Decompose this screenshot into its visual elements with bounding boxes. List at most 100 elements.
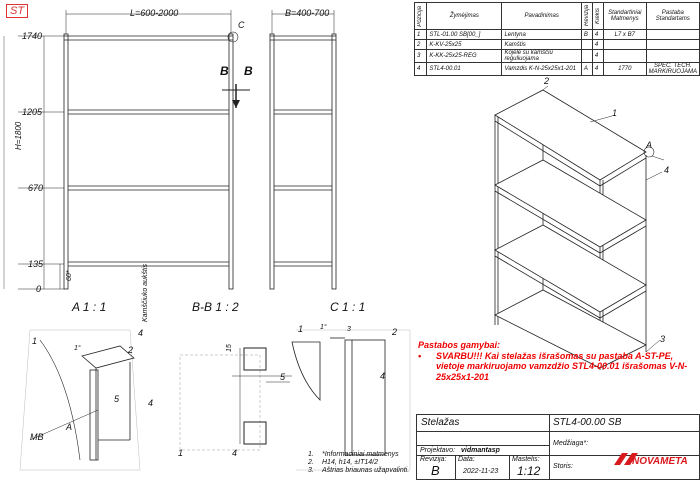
table-cell: 1 xyxy=(413,29,428,40)
dimension: 15 xyxy=(226,344,233,352)
callout: 5 xyxy=(114,394,120,404)
footnote-num: 1. xyxy=(308,451,314,458)
angle-label: 1° xyxy=(74,345,81,352)
table-cell: 4 xyxy=(591,29,604,40)
callout: 2 xyxy=(392,327,398,337)
table-cell: K-KV-25x25 xyxy=(426,39,503,50)
detail-c-title: C 1 : 1 xyxy=(330,300,366,314)
callout: 1 xyxy=(612,108,618,118)
footnote-num: 2. xyxy=(308,459,314,466)
callout: 3 xyxy=(660,334,666,344)
table-cell: K-KK-25x25-REG xyxy=(426,49,503,63)
callout: 1 xyxy=(298,324,304,334)
table-cell xyxy=(602,39,647,50)
level-label: 1740 xyxy=(22,31,43,41)
logo-text: NOVAMETA xyxy=(632,456,688,467)
novameta-logo: NOVAMETA xyxy=(614,453,688,467)
table-cell: Vamzdis K-N-25x25x1-201 xyxy=(501,62,582,76)
table-cell: 4 xyxy=(591,62,604,76)
designer-label: Projektavo: xyxy=(420,447,456,454)
revision: B xyxy=(431,463,440,478)
column-header: Standartiniai Matmenys xyxy=(602,2,647,30)
table-cell: STL-01.00 SB[00_] xyxy=(426,29,503,40)
level-label: 1205 xyxy=(22,107,43,117)
table-cell: L7 x B7 xyxy=(602,29,647,40)
detail-bb-title: B-B 1 : 2 xyxy=(192,300,239,314)
revision-label: Revizija: xyxy=(420,456,447,463)
depth-dimension: B=400-700 xyxy=(285,8,330,18)
table-row: 1 STL-01.00 SB[00_] Lentyna B 4 L7 x B7 xyxy=(413,29,700,40)
width-dimension: L=600-2000 xyxy=(130,8,179,18)
section-mark-right: B xyxy=(244,64,253,78)
column-header: Revizija xyxy=(583,5,590,27)
table-row: 2 K-KV-25x25 Kamštis 4 xyxy=(413,39,700,50)
callout: MB xyxy=(30,432,44,442)
level-label: 135 xyxy=(28,259,44,269)
dimension: 5 xyxy=(280,372,286,382)
level-label: 0 xyxy=(36,284,42,294)
detail-c-marker: C xyxy=(238,20,245,30)
table-cell: B xyxy=(580,29,593,40)
table-row: 3 K-KK-25x25-REG Kojelė su kamščiu regul… xyxy=(413,49,700,63)
callout: 4 xyxy=(664,165,670,175)
footnotes: 1. *Informaciniai matmenys 2. H14, h14, ±I… xyxy=(308,451,409,475)
scale-label: Mastelis: xyxy=(512,456,540,463)
production-notes: Pastabos gamybai: • SVARBU!!! Kai stelaž… xyxy=(418,340,690,382)
table-row: 4 STL4-00.01 Vamzdis K-N-25x25x1-201 A 4… xyxy=(413,62,700,76)
table-cell xyxy=(645,49,700,63)
column-header: Pastaba Standartams xyxy=(645,2,700,30)
iso-shelving xyxy=(494,85,665,370)
column-header: Kiekis xyxy=(594,7,601,24)
detail-a-title: A 1 : 1 xyxy=(72,300,107,314)
date-label: Data: xyxy=(458,456,475,463)
callout: 4 xyxy=(138,328,144,338)
footnote-text: *Informaciniai matmenys xyxy=(322,451,399,458)
table-cell: Kamštis xyxy=(501,39,582,50)
callout: 4 xyxy=(380,371,386,381)
material-label: Medžiaga*: xyxy=(553,440,589,447)
cap-height-note: Kamščiuko aukštis xyxy=(142,264,149,322)
callout: 1 xyxy=(178,448,184,458)
table-cell: 3 xyxy=(413,49,428,63)
callout: 4 xyxy=(148,398,154,408)
dimension: 3 xyxy=(347,326,351,333)
date: 2022-11-23 xyxy=(463,468,499,475)
table-cell: 1770 xyxy=(602,62,647,76)
table-cell xyxy=(580,39,593,50)
table-cell xyxy=(645,29,700,40)
column-header: Pozicija xyxy=(417,5,423,27)
callout: 2 xyxy=(544,76,550,86)
scale: 1:12 xyxy=(517,464,541,478)
table-cell: 2 xyxy=(413,39,428,50)
table-cell: 4 xyxy=(591,49,604,63)
callout: 2 xyxy=(128,345,134,355)
table-header-row: Pozicija Žymėjimas Pavadinimas Revizija … xyxy=(413,2,700,30)
table-cell: 4 xyxy=(413,62,428,76)
table-cell xyxy=(645,39,700,50)
height-dimension: H=1800 xyxy=(14,121,23,150)
parts-table: Pozicija Žymėjimas Pavadinimas Revizija … xyxy=(413,2,700,76)
table-cell: SPEC. TECH. MARKIRUOJAMA xyxy=(645,62,700,76)
notes-text: SVARBU!!! Kai stelažas išrašomas su past… xyxy=(436,350,688,382)
drawing-name: Stelažas xyxy=(421,417,460,428)
detail-a-marker: A xyxy=(646,140,653,150)
front-leg-left xyxy=(63,33,69,290)
table-cell: STL4-00.01 xyxy=(426,62,503,76)
callout: 4 xyxy=(232,448,238,458)
angle-label: 1° xyxy=(320,324,327,331)
callout: 1 xyxy=(32,336,38,346)
table-cell xyxy=(580,49,593,63)
column-header: Pavadinimas xyxy=(501,2,582,30)
notes-title: Pastabos gamybai: xyxy=(418,340,501,350)
level-label: 670 xyxy=(28,183,44,193)
designer: vidmantasp xyxy=(461,447,500,454)
table-cell: A xyxy=(580,62,593,76)
front-leg-right xyxy=(228,33,234,290)
table-cell: Lentyna xyxy=(501,29,582,40)
thickness-label: Storis: xyxy=(553,463,573,470)
footnote-text: H14, h14, ±IT14/2 xyxy=(322,459,378,466)
callout: A xyxy=(66,422,73,432)
bullet: • xyxy=(418,350,422,361)
foot-dimension: 60* xyxy=(66,270,73,281)
